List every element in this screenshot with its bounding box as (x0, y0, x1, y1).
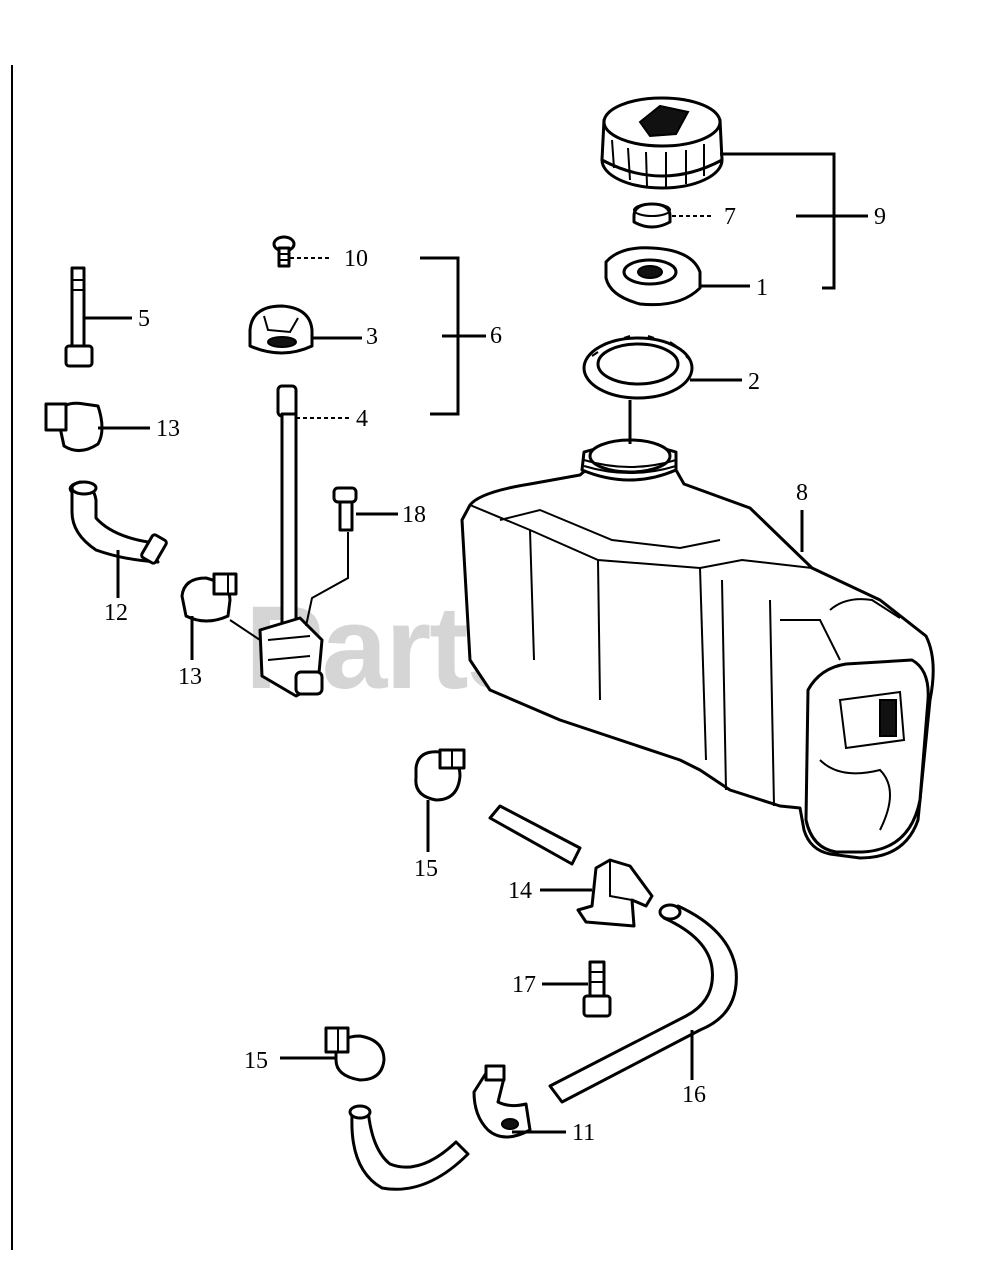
callout-labels: 1 2 3 4 5 6 7 8 9 10 11 12 13 13 14 15 1… (104, 204, 886, 1146)
part-long-hose[interactable] (548, 903, 738, 1104)
callout-18: 18 (402, 502, 426, 528)
callout-6: 6 (490, 323, 502, 349)
callout-16: 16 (682, 1082, 706, 1108)
callout-12: 12 (104, 600, 128, 626)
callout-10: 10 (344, 246, 368, 272)
part-small-bolt[interactable] (305, 486, 358, 627)
part-hose-clamp-lower[interactable] (180, 572, 238, 623)
callout-11: 11 (572, 1120, 595, 1146)
callout-1: 1 (756, 275, 768, 301)
part-fuel-cap[interactable] (600, 96, 724, 190)
callout-8: 8 (796, 480, 808, 506)
callout-2: 2 (748, 369, 760, 395)
part-hose-clamp-15-lower[interactable] (324, 1026, 386, 1082)
callout-5: 5 (138, 306, 150, 332)
part-upper-hose[interactable] (68, 480, 168, 565)
callout-15-lower: 15 (244, 1048, 268, 1074)
part-hose-clamp-15-upper[interactable] (414, 748, 466, 802)
part-long-bolt[interactable] (64, 266, 94, 368)
part-retaining-ring[interactable] (582, 335, 694, 400)
callout-3: 3 (366, 324, 378, 350)
part-cap-base[interactable] (604, 246, 702, 307)
part-fuel-tank[interactable] (460, 438, 935, 860)
callout-15-upper: 15 (414, 856, 438, 882)
callout-14: 14 (508, 878, 532, 904)
callout-17: 17 (512, 972, 536, 998)
part-fuel-tube[interactable] (258, 384, 324, 698)
callout-13-upper: 13 (156, 416, 180, 442)
part-valve-top[interactable] (248, 304, 314, 355)
part-screw[interactable] (272, 235, 296, 268)
callout-9: 9 (874, 204, 886, 230)
callout-13-lower: 13 (178, 664, 202, 690)
part-hose-clamp-upper[interactable] (44, 401, 104, 452)
part-bracket-bolt[interactable] (582, 960, 612, 1018)
part-elbow-fitting[interactable] (472, 1064, 532, 1139)
part-lower-hose[interactable] (348, 1104, 470, 1191)
part-bracket[interactable] (576, 858, 654, 928)
part-cap-seal[interactable] (632, 202, 672, 229)
callout-4: 4 (356, 406, 368, 432)
leader-lines (84, 152, 868, 1134)
callout-7: 7 (724, 204, 736, 230)
part-short-hose[interactable] (488, 804, 582, 866)
